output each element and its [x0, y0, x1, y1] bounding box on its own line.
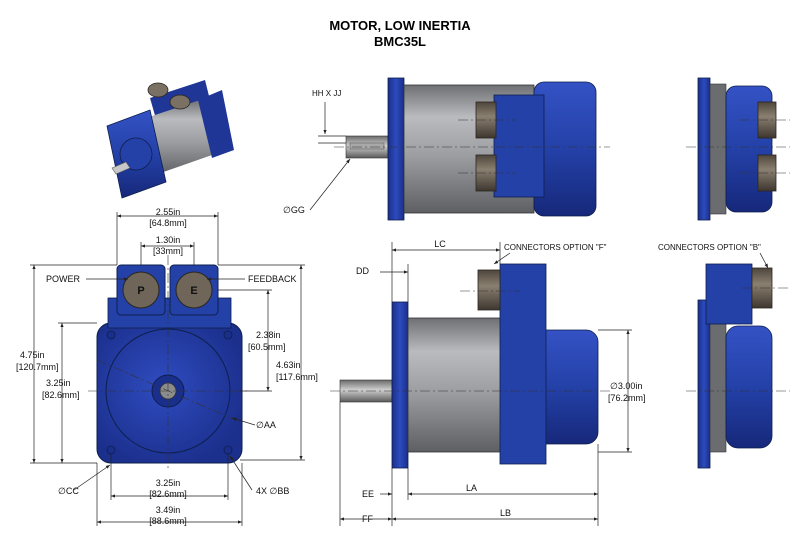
- aa-label: ∅AA: [256, 420, 276, 430]
- feedback-connector-icon: [175, 271, 213, 309]
- dim-bolt-spacing-mm: [82.6mm]: [149, 489, 187, 499]
- power-connector-letter: P: [137, 285, 144, 297]
- front-view-dimensions: 2.55in [64.8mm] 1.30in [33mm] POWER FEED…: [16, 207, 318, 526]
- iso-connector-icon: [147, 82, 169, 98]
- dim-flange-width-mm: [88.6mm]: [149, 516, 187, 526]
- power-connector-icon: [122, 271, 160, 309]
- connector-f-icon: [477, 269, 501, 311]
- dim-width-inner-in: 1.30in: [156, 235, 181, 245]
- iso-connector-icon: [169, 94, 191, 110]
- dim-height-flange-in: 3.25in: [46, 378, 71, 388]
- end-view-top: [686, 77, 790, 221]
- cc-label: ∅CC: [58, 486, 79, 496]
- side-view-bottom: [330, 263, 612, 469]
- bolt-hole-icon: [106, 445, 116, 455]
- lc-label: LC: [434, 239, 446, 249]
- side-view-top: [334, 77, 610, 221]
- power-label: POWER: [46, 274, 81, 284]
- front-view: P E: [88, 255, 250, 470]
- dim-width-outer-mm: [64.8mm]: [149, 218, 187, 228]
- dim-flange-width-in: 3.49in: [156, 505, 181, 515]
- connectors-f-label: CONNECTORS OPTION "F": [504, 243, 607, 252]
- dim-height-right-mm: [117.6mm]: [276, 372, 318, 382]
- drawing-title: MOTOR, LOW INERTIA: [329, 18, 471, 33]
- bolt-hole-icon: [106, 330, 116, 340]
- ee-label: EE: [362, 489, 374, 499]
- model-number: BMC35L: [373, 34, 426, 49]
- side-view-top-dimensions: HH X JJ ∅GG: [283, 89, 351, 215]
- dim-height-flange-mm: [82.6mm]: [42, 390, 80, 400]
- dd-label: DD: [356, 266, 369, 276]
- dim-width-outer-in: 2.55in: [156, 207, 181, 217]
- feedback-label: FEEDBACK: [248, 274, 297, 284]
- la-label: LA: [466, 483, 477, 493]
- feedback-connector-letter: E: [190, 285, 197, 297]
- lb-label: LB: [500, 508, 511, 518]
- dim-width-inner-mm: [33mm]: [153, 246, 183, 256]
- gg-label: ∅GG: [283, 205, 305, 215]
- isometric-view: [106, 80, 234, 199]
- bb-label: 4X ∅BB: [256, 486, 289, 496]
- connectors-b-label: CONNECTORS OPTION "B": [658, 243, 761, 252]
- dim-conn-offset-in: 2.38in: [256, 330, 281, 340]
- body-dia-in: ∅3.00in: [610, 381, 642, 391]
- dim-bolt-spacing-in: 3.25in: [156, 478, 181, 488]
- end-view-bottom: CONNECTORS OPTION "B": [658, 243, 790, 469]
- hh-label: HH X JJ: [312, 89, 341, 98]
- dim-height-total-in: 4.75in: [20, 350, 45, 360]
- side-view-bottom-dimensions: LC DD CONNECTORS OPTION "F" ∅3.00in [76.…: [339, 239, 646, 526]
- dim-conn-offset-mm: [60.5mm]: [248, 342, 286, 352]
- dim-height-right-in: 4.63in: [276, 360, 301, 370]
- bolt-hole-icon: [223, 330, 233, 340]
- dim-height-total-mm: [120.7mm]: [16, 362, 59, 372]
- body-dia-mm: [76.2mm]: [608, 393, 646, 403]
- bolt-hole-icon: [223, 445, 233, 455]
